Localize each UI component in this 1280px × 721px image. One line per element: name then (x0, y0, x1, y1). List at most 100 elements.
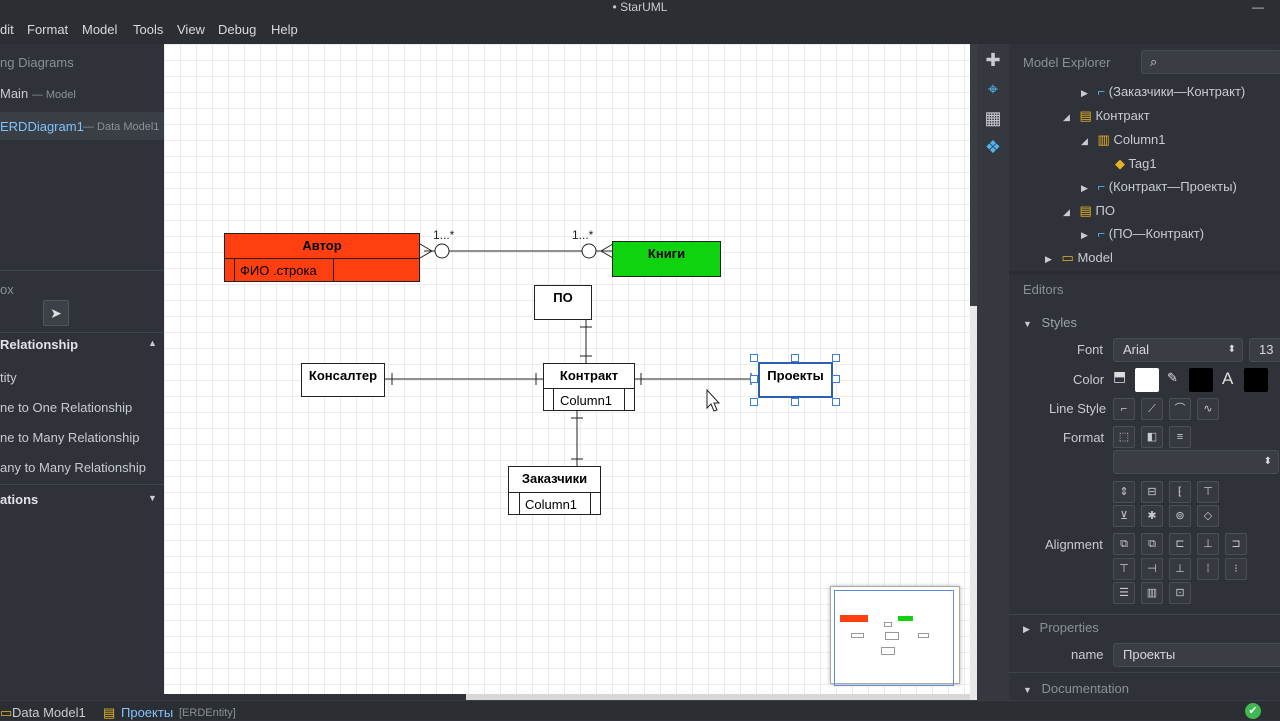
line-color-swatch[interactable] (1189, 368, 1213, 392)
align-tool-button-8[interactable]: ◇ (1197, 505, 1219, 527)
auto-resize-button[interactable]: ⬚ (1113, 426, 1135, 448)
entity-knigi[interactable]: Книги (612, 241, 721, 277)
align-right-button[interactable]: ⊐ (1225, 533, 1247, 555)
toolbox-section-annotations[interactable]: ations (0, 492, 39, 507)
align-top-button[interactable]: ⊤ (1113, 558, 1135, 580)
align-center-button[interactable]: ⊥ (1197, 533, 1219, 555)
pointer-tool-button[interactable]: ➤ (43, 300, 69, 326)
minimize-button[interactable]: — (1252, 0, 1264, 14)
line-style-rectilinear-button[interactable]: ⌐ (1113, 398, 1135, 420)
text-color-swatch[interactable] (1244, 368, 1268, 392)
explorer-row-kontrakt[interactable]: ◢ ▤ Контракт (1063, 108, 1150, 123)
explorer-row-tag1[interactable]: ◆ Tag1 (1115, 156, 1157, 171)
resize-handle-sw[interactable] (750, 398, 758, 406)
puzzle-icon[interactable]: ✚ (985, 50, 1001, 70)
documentation-header[interactable]: ▼ Documentation (1023, 681, 1129, 696)
align-tool-button-6[interactable]: ✱ (1141, 505, 1163, 527)
working-diagram-erd[interactable]: ERDDiagram1 — Data Model1 (0, 112, 164, 140)
set-width-equal-button[interactable]: ☰ (1113, 582, 1135, 604)
word-wrap-button[interactable]: ≡ (1169, 426, 1191, 448)
font-size-input[interactable]: 13 (1249, 338, 1280, 362)
collapse-down-icon[interactable]: ▼ (148, 493, 157, 503)
align-middle-button[interactable]: ⊣ (1141, 558, 1163, 580)
tool-one-to-many[interactable]: ne to Many Relationship (0, 430, 140, 445)
styles-header[interactable]: ▼ Styles (1023, 315, 1077, 330)
name-input[interactable]: Проекты (1113, 643, 1280, 667)
diagram-canvas[interactable]: 1...* 1...* Автор ФИО .строка Книги ПО К… (164, 44, 970, 694)
fill-paint-icon[interactable]: ⬒ (1113, 368, 1127, 384)
align-tool-button-1[interactable]: ⇕ (1113, 481, 1135, 503)
line-style-curve-button[interactable]: ∿ (1197, 398, 1219, 420)
entity-zakazchiki[interactable]: Заказчики Column1 (508, 466, 601, 515)
tool-many-to-many[interactable]: any to Many Relationship (0, 460, 146, 475)
column-fio[interactable]: ФИО .строка (240, 263, 317, 278)
vertical-scroll-thumb[interactable] (970, 44, 977, 306)
properties-header[interactable]: ▶ Properties (1023, 620, 1099, 635)
resize-handle-e[interactable] (832, 375, 840, 383)
set-height-equal-button[interactable]: ▥ (1141, 582, 1163, 604)
explorer-search-input[interactable]: ⌕ (1141, 50, 1280, 74)
text-color-icon[interactable]: A (1222, 369, 1234, 388)
align-bottom-button[interactable]: ⊥ (1169, 558, 1191, 580)
validation-ok-icon[interactable]: ✔ (1245, 703, 1261, 719)
horizontal-scroll-thumb[interactable] (164, 694, 466, 700)
column-zakazchiki-column1[interactable]: Column1 (525, 497, 578, 512)
collapse-up-icon[interactable]: ▲ (148, 338, 157, 348)
font-select[interactable]: Arial ⬍ (1113, 338, 1243, 362)
entity-proekty[interactable]: Проекты (758, 362, 833, 398)
minimap[interactable] (830, 586, 960, 686)
entity-kontrakt[interactable]: Контракт Column1 (543, 363, 635, 411)
line-style-oblique-button[interactable]: ⟋ (1141, 398, 1163, 420)
align-tool-button-5[interactable]: ⊻ (1113, 505, 1135, 527)
working-diagram-main[interactable]: Main — Model (0, 86, 76, 101)
menu-debug[interactable]: Debug (218, 22, 257, 37)
tool-entity[interactable]: tity (0, 370, 17, 385)
resize-handle-ne[interactable] (832, 354, 840, 362)
entity-po[interactable]: ПО (534, 285, 592, 320)
fill-color-swatch[interactable] (1135, 368, 1159, 392)
vertical-scrollbar[interactable] (970, 44, 977, 700)
status-element-label[interactable]: Проекты (121, 705, 174, 720)
resize-handle-nw[interactable] (750, 354, 758, 362)
entity-avtor[interactable]: Автор ФИО .строка (224, 233, 420, 282)
explorer-row-model[interactable]: ▶ ▭ Model (1045, 250, 1113, 265)
resize-handle-w[interactable] (750, 375, 758, 383)
line-style-rounded-button[interactable]: ⌒ (1169, 398, 1191, 420)
space-horizontal-button[interactable]: ⁞ (1197, 558, 1219, 580)
bring-to-front-button[interactable]: ⧉ (1113, 533, 1135, 555)
menu-model[interactable]: Model (82, 22, 118, 37)
toolbox-section-erd[interactable]: Relationship (0, 337, 79, 352)
show-shadow-button[interactable]: ◧ (1141, 426, 1163, 448)
align-left-button[interactable]: ⊏ (1169, 533, 1191, 555)
explorer-row-po[interactable]: ◢ ▤ ПО (1063, 203, 1115, 218)
entity-konsalter[interactable]: Консалтер (301, 363, 385, 397)
menu-format[interactable]: Format (27, 22, 69, 37)
menu-tools[interactable]: Tools (133, 22, 164, 37)
menu-view[interactable]: View (177, 22, 205, 37)
align-tool-button-3[interactable]: ⁅ (1169, 481, 1191, 503)
tool-one-to-one[interactable]: ne to One Relationship (0, 400, 133, 415)
explorer-row-po-kontrakt[interactable]: ▶ ⌐ (ПО—Контракт) (1081, 226, 1205, 241)
set-size-equal-button[interactable]: ⊡ (1169, 582, 1191, 604)
crosshair-icon[interactable]: ⌖ (987, 79, 999, 99)
explorer-row-column1[interactable]: ◢ ▥ Column1 (1081, 132, 1166, 147)
resize-handle-se[interactable] (832, 398, 840, 406)
menu-edit[interactable]: dit (0, 22, 14, 37)
menu-help[interactable]: Help (271, 22, 298, 37)
pen-icon[interactable]: ✎ (1167, 370, 1178, 385)
explorer-row-zakazchiki-kontrakt[interactable]: ▶ ⌐ (Заказчики—Контракт) (1081, 84, 1246, 99)
send-to-back-button[interactable]: ⧉ (1141, 533, 1163, 555)
space-vertical-button[interactable]: ⁝ (1225, 558, 1247, 580)
resize-handle-s[interactable] (791, 398, 799, 406)
column-kontrakt-column1[interactable]: Column1 (560, 393, 613, 408)
align-tool-button-4[interactable]: ⊤ (1197, 481, 1219, 503)
align-tool-button-7[interactable]: ⊚ (1169, 505, 1191, 527)
status-model-label[interactable]: Data Model1 (12, 705, 86, 720)
stereotype-display-select[interactable]: ⬍ (1113, 450, 1279, 474)
gift-icon[interactable]: ❖ (984, 137, 1002, 157)
panel-splitter[interactable] (1009, 271, 1280, 275)
align-tool-button-2[interactable]: ⊟ (1141, 481, 1163, 503)
horizontal-scrollbar[interactable] (164, 694, 970, 700)
minimap-viewport[interactable] (834, 590, 954, 686)
explorer-row-kontrakt-proekty[interactable]: ▶ ⌐ (Контракт—Проекты) (1081, 179, 1237, 194)
